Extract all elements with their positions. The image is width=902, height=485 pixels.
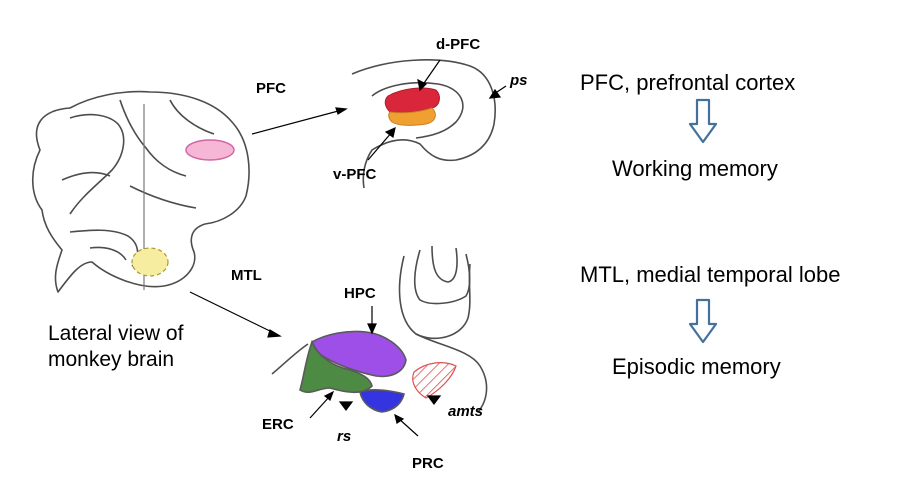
- mtl-lower-curve: [415, 333, 488, 413]
- sulcus-3: [169, 99, 215, 135]
- sulcus-4: [61, 171, 111, 181]
- pfc-function: Working memory: [612, 156, 778, 181]
- mtl-inner-loop: [413, 249, 471, 305]
- label-mtl: MTL: [231, 267, 262, 284]
- temporal-sulcus: [89, 246, 127, 261]
- brain-caption-line-1: Lateral view of: [48, 322, 184, 345]
- prc-region: [359, 389, 405, 413]
- mtl-to-episodic-memory-arrow: [688, 298, 718, 344]
- mtl-inset: [271, 245, 488, 413]
- mtl-outer-curve: [398, 255, 471, 340]
- pfc-definition: PFC, prefrontal cortex: [580, 70, 796, 95]
- sulcus-5: [129, 185, 197, 209]
- label-ps: ps: [510, 72, 528, 89]
- pfc-inset-sulcus: [371, 81, 464, 139]
- v-pfc-pointer: [367, 131, 393, 161]
- pfc-highlight: [185, 139, 235, 161]
- brain-caption: Lateral view of monkey brain: [48, 321, 288, 373]
- mtl-highlight: [131, 247, 169, 277]
- v-pfc-region: [388, 107, 436, 126]
- erc-pointer: [309, 395, 331, 419]
- d-pfc-pointer: [421, 59, 441, 87]
- sulcus-2: [119, 99, 187, 177]
- pfc-to-working-memory-arrow: [688, 98, 718, 144]
- pfc-inset: [351, 59, 496, 189]
- sulcus-1: [69, 113, 125, 215]
- label-pfc: PFC: [256, 80, 286, 97]
- label-v-pfc: v-PFC: [333, 166, 377, 183]
- prc-pointer: [397, 417, 419, 437]
- amts-pointer: [426, 395, 442, 405]
- rs-pointer: [338, 401, 354, 411]
- label-d-pfc: d-PFC: [436, 36, 481, 53]
- mtl-upper-loop: [431, 245, 458, 283]
- brain-caption-line-2: monkey brain: [48, 348, 175, 371]
- erc-region: [299, 339, 373, 394]
- pointer-arrows: [189, 59, 507, 437]
- mtl-definition: MTL, medial temporal lobe: [580, 262, 841, 287]
- mtl-function: Episodic memory: [612, 354, 781, 379]
- monkey-brain-lateral: [31, 90, 250, 293]
- mtl-base-line: [271, 343, 309, 375]
- pfc-inset-outline: [351, 59, 496, 189]
- label-erc: ERC: [262, 416, 294, 433]
- label-rs: rs: [337, 428, 352, 445]
- brain-outline: [31, 90, 250, 293]
- amts-region: [412, 362, 457, 399]
- label-hpc: HPC: [344, 285, 376, 302]
- label-prc: PRC: [412, 455, 444, 472]
- label-amts: amts: [448, 403, 484, 420]
- mtl-callout-arrow: [189, 291, 277, 335]
- pfc-callout-arrow: [251, 109, 343, 135]
